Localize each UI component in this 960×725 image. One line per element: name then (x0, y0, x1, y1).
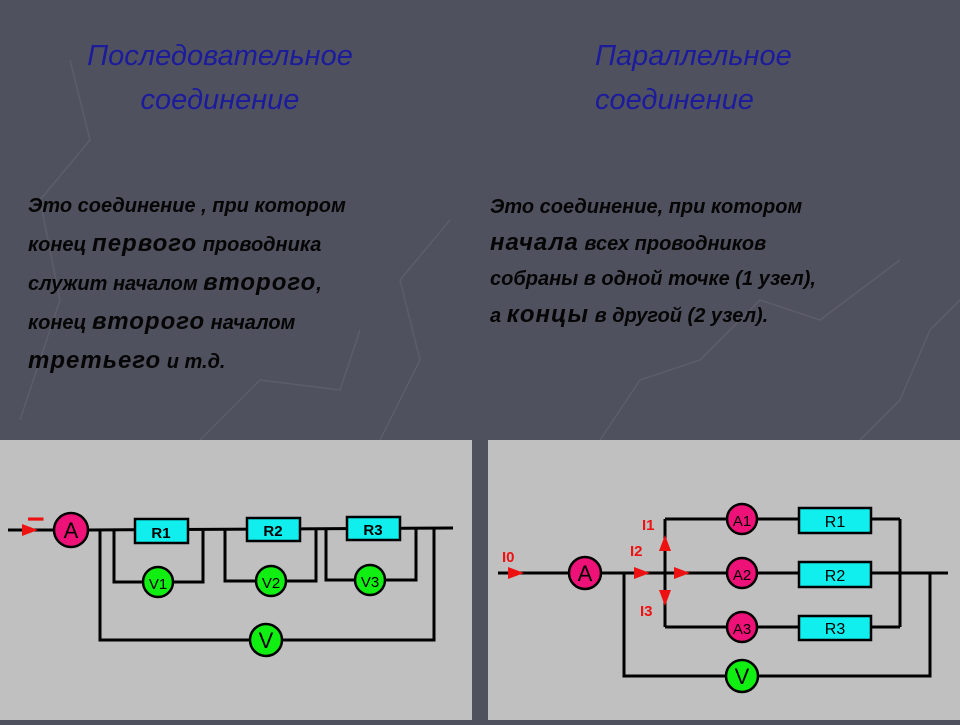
emphasis: концы (506, 301, 590, 328)
text: конец (28, 312, 93, 334)
current-arrow-icon (22, 524, 38, 536)
current-label: I1 (642, 517, 655, 534)
series-line: служит началом второго, (28, 264, 346, 303)
parallel-title-line1: Параллельное (595, 40, 792, 72)
voltmeter-label: V2 (262, 575, 280, 592)
series-title: Последовательное соединение (70, 34, 370, 122)
resistor-label: R2 (263, 523, 282, 540)
ammeter-label: A2 (733, 567, 751, 584)
voltmeter-label: V (259, 628, 274, 653)
parallel-title-line2: соединение (595, 84, 754, 116)
parallel-line: собраны в одной точке (1 узел), (490, 268, 816, 290)
parallel-line: Это соединение, при котором (490, 196, 803, 218)
series-title-line2: соединение (140, 84, 300, 116)
resistor-r3: R3 (797, 614, 873, 642)
resistor-label: R1 (825, 514, 846, 531)
current-labels: I0 I1 I2 I3 (502, 517, 655, 620)
resistor-label: R3 (363, 522, 382, 539)
arrow-right-icon (674, 567, 690, 579)
resistor-r3: R3 (345, 515, 402, 542)
voltmeter: V (724, 658, 760, 694)
resistor-r2: R2 (245, 516, 302, 543)
voltmeter-label: V (735, 664, 750, 689)
voltmeter-v2: V2 (254, 564, 288, 598)
series-line: Это соединение , при котором (28, 195, 346, 217)
series-line: конец второго началом (28, 303, 346, 342)
series-line: третьего и т.д. (28, 342, 346, 381)
parallel-definition: Это соединение, при котором начала всех … (490, 190, 816, 334)
parallel-circuit-panel: I0 I1 I2 I3 A A1 A2 A3 R1 R2 R3 V (488, 440, 960, 720)
text: служит началом (28, 273, 204, 295)
parallel-line: а концы в другой (2 узел). (490, 297, 816, 334)
resistor-label: R2 (825, 568, 846, 585)
ammeter: A (567, 555, 603, 591)
arrow-right-icon (634, 567, 650, 579)
arrow-down-icon (659, 590, 671, 606)
current-arrows (508, 535, 690, 606)
parallel-circuit-diagram: I0 I1 I2 I3 A A1 A2 A3 R1 R2 R3 V (498, 502, 948, 694)
background-pattern (19, 59, 960, 440)
text: проводника (197, 234, 322, 256)
emphasis: первого (92, 230, 198, 257)
current-label: I3 (640, 603, 653, 620)
voltmeter-label: V1 (149, 576, 167, 593)
emphasis: начала (490, 229, 579, 256)
ammeter-a1: A1 (725, 502, 759, 536)
resistor-r2: R2 (797, 560, 873, 589)
emphasis: третьего (28, 347, 162, 374)
text: а (490, 305, 507, 327)
resistor-r1: R1 (133, 517, 190, 545)
current-label-text: I (23, 516, 48, 522)
resistor-label: R1 (151, 525, 170, 542)
text: всех проводников (578, 233, 767, 255)
text: началом (205, 312, 296, 334)
parallel-title: Параллельное соединение (570, 34, 845, 122)
ammeter-label: A (578, 561, 593, 586)
text: , (316, 273, 322, 295)
text: конец (28, 234, 93, 256)
emphasis: второго (203, 269, 317, 296)
parallel-line: начала всех проводников (490, 225, 816, 262)
series-title-line1: Последовательное (87, 40, 353, 72)
ammeter-label: A1 (733, 513, 751, 530)
voltmeter-label: V3 (361, 574, 379, 591)
current-label: I2 (630, 543, 643, 560)
ammeter-label: A3 (733, 621, 751, 638)
current-label: I0 (502, 549, 515, 566)
emphasis: второго (92, 308, 206, 335)
series-circuit-panel: I A R1 R2 R3 V1 V2 V3 V (0, 440, 472, 720)
voltmeter-total: V (248, 622, 284, 658)
arrow-right-icon (508, 567, 524, 579)
arrow-up-icon (659, 535, 671, 551)
ammeter-a3: A3 (725, 610, 759, 644)
voltmeter-v1: V1 (141, 565, 175, 599)
text: и т.д. (161, 351, 226, 373)
series-line: конец первого проводника (28, 225, 346, 264)
series-circuit-diagram: I A R1 R2 R3 V1 V2 V3 V (8, 511, 454, 658)
resistor-label: R3 (825, 621, 846, 638)
series-definition: Это соединение , при котором конец перво… (28, 188, 346, 381)
ammeter: A (52, 511, 90, 549)
wires (498, 517, 948, 678)
resistor-r1: R1 (797, 506, 873, 535)
text: в другой (2 узел). (589, 305, 769, 327)
ammeter-label: A (64, 518, 79, 543)
ammeter-a2: A2 (725, 556, 759, 590)
current-label: I (22, 516, 48, 536)
voltmeter-v3: V3 (353, 563, 387, 597)
